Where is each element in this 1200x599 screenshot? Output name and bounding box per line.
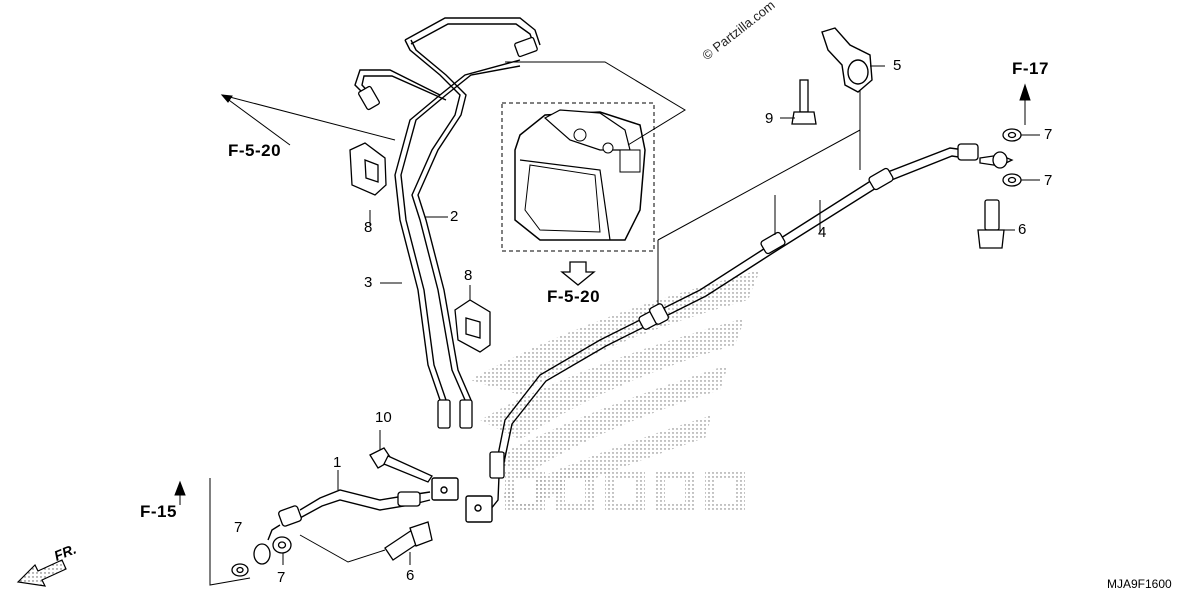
reference-f-15[interactable]: F-15 [140, 502, 177, 521]
top-left-reference-lines [220, 94, 396, 146]
callout-4: 4 [818, 224, 827, 241]
callout-8-upper: 8 [364, 219, 373, 236]
callout-9: 9 [765, 110, 774, 127]
clip-5 [821, 27, 873, 93]
sensor-bracket-8-lower [454, 299, 491, 353]
callout-7-right-lower: 7 [1044, 172, 1053, 189]
hose-1-fittings [231, 491, 433, 577]
pipe-fittings [358, 36, 538, 429]
callout-7-lower-left: 7 [234, 519, 243, 536]
diagram-code: MJA9F1600 [1107, 577, 1172, 591]
callout-6-lower: 6 [406, 567, 415, 584]
callout-2: 2 [450, 208, 459, 225]
callout-3: 3 [364, 274, 373, 291]
callout-10: 10 [375, 409, 392, 426]
reference-f-5-20-left[interactable]: F-5-20 [228, 141, 282, 160]
callout-8-lower: 8 [464, 267, 473, 284]
bolt-9 [791, 79, 817, 125]
hose-4-leader-lines [657, 48, 871, 305]
down-arrow-to-f-5-20 [560, 261, 596, 286]
right-banjo-assembly [977, 128, 1022, 249]
joint-blocks [431, 477, 493, 523]
reference-f-5-20-center[interactable]: F-5-20 [547, 287, 601, 306]
callout-1: 1 [333, 454, 342, 471]
callout-7-right-upper: 7 [1044, 126, 1053, 143]
hose-4-collars [489, 143, 979, 479]
reference-f-17[interactable]: F-17 [1012, 59, 1049, 78]
callout-5: 5 [893, 57, 902, 74]
abs-leader-lines [505, 61, 686, 146]
callout-leaders [337, 65, 885, 565]
front-direction-arrow [16, 559, 67, 587]
abs-modulator [501, 102, 655, 252]
honda-wing-logo [470, 270, 760, 512]
bolt-10 [369, 447, 433, 483]
sensor-bracket-8-upper [349, 142, 387, 196]
callout-6-right: 6 [1018, 221, 1027, 238]
right-leader-lines [1000, 83, 1040, 231]
brake-pipe-2-and-3 [354, 17, 541, 401]
callout-7-lower-mid: 7 [277, 569, 286, 586]
lower-left-leader-lines [174, 478, 386, 586]
